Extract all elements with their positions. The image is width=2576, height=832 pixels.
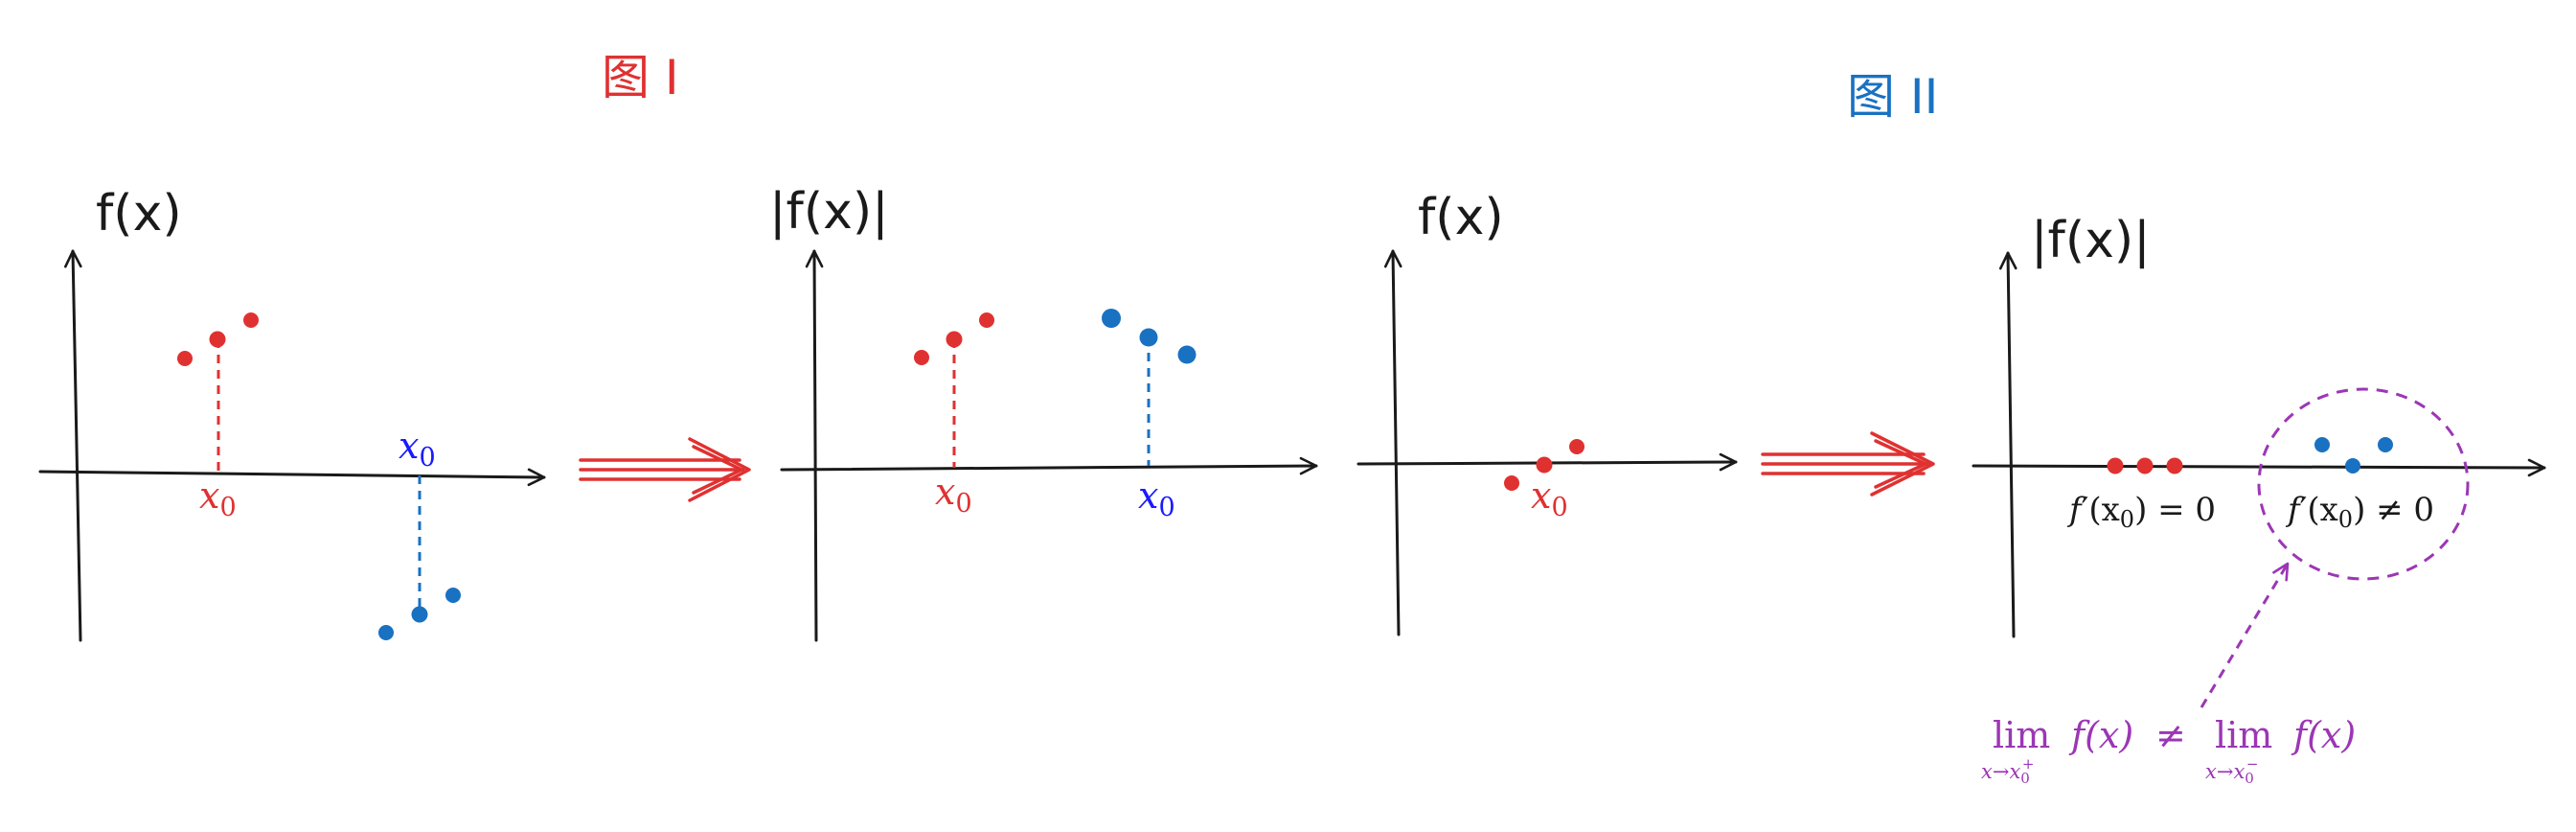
- panel-1-fx: f(x) x0 x0: [38, 185, 546, 642]
- panel-1-blue-point: [411, 606, 428, 623]
- panel-4-x-axis: [1972, 458, 2546, 477]
- panel-2-abs-fx: |f(x)| x0 x0: [769, 183, 1318, 642]
- panel-2-red-point: [946, 331, 963, 348]
- limit-right-operator: lim: [1993, 714, 2050, 756]
- panel-1-red-point: [209, 331, 226, 348]
- limit-left-function: f(x): [2291, 714, 2356, 756]
- derivative-zero-label: f′(x0) = 0: [2066, 491, 2216, 533]
- figure-1-title: 图 I: [602, 50, 679, 105]
- limit-pointer-arrow: [2200, 562, 2290, 708]
- panel-2-blue-point: [1139, 328, 1158, 347]
- panel-1-x-axis: [38, 468, 546, 487]
- nonzero-derivative-highlight-circle: [2257, 387, 2470, 581]
- panel-4-blue-point: [2314, 437, 2330, 452]
- panel-4-blue-point: [2378, 437, 2393, 452]
- transform-arrow-1: [579, 437, 751, 502]
- figure-2-title: 图 II: [1847, 69, 1938, 125]
- panel-1-blue-point: [378, 625, 394, 640]
- panel-4-blue-point: [2345, 458, 2360, 474]
- panel-2-x0-red: x0: [935, 471, 972, 519]
- panel-2-blue-point: [1177, 345, 1197, 364]
- panel-2-ylabel: |f(x)|: [769, 183, 889, 241]
- panel-2-x0-blue: x0: [1138, 474, 1175, 522]
- limit-right-function: f(x): [2068, 714, 2133, 756]
- panel-2-red-point: [914, 350, 929, 365]
- panel-2-blue-point: [1102, 309, 1121, 328]
- limit-right-subscript: x→x0+: [1981, 755, 2034, 787]
- panel-1-red-point: [243, 312, 259, 328]
- panel-3-x0-red: x0: [1531, 474, 1568, 522]
- limit-not-equal-sign: ≠: [2155, 714, 2186, 756]
- panel-1-ylabel: f(x): [96, 185, 182, 243]
- limit-left-operator: lim: [2215, 714, 2272, 756]
- panel-4-y-axis: [1998, 251, 2017, 638]
- panel-3-red-point: [1569, 439, 1584, 454]
- panel-2-red-point: [979, 312, 994, 328]
- panel-2-y-axis: [805, 249, 824, 642]
- panel-4-red-point: [2136, 457, 2154, 474]
- one-sided-limit-formula: lim x→x0+ f(x) ≠ lim x→x0− f(x): [1981, 714, 2356, 787]
- panel-3-y-axis: [1383, 249, 1402, 636]
- panel-2-x-axis: [780, 456, 1318, 475]
- panel-4-red-point: [2166, 457, 2183, 474]
- derivative-nonzero-label: f′(x0) ≠ 0: [2285, 491, 2434, 533]
- panel-4-abs-fx: |f(x)| f′(x0) = 0 f′(x0) ≠ 0 lim x→x0+ f…: [1972, 212, 2546, 787]
- panel-1-y-axis: [64, 249, 82, 642]
- panel-1-blue-point: [445, 588, 461, 603]
- panel-1-x0-red: x0: [199, 474, 237, 522]
- panel-3-red-point: [1504, 475, 1519, 491]
- panel-1-red-point: [177, 351, 193, 366]
- limit-left-subscript: x→x0−: [2205, 755, 2258, 787]
- panel-3-ylabel: f(x): [1418, 189, 1504, 246]
- panel-4-red-point: [2107, 457, 2124, 474]
- panel-3-red-point: [1536, 456, 1553, 474]
- panel-1-x0-blue: x0: [399, 425, 436, 473]
- panel-4-ylabel: |f(x)|: [2031, 212, 2151, 269]
- panel-3-fx: f(x) x0: [1356, 189, 1738, 636]
- transform-arrow-2: [1761, 431, 1935, 497]
